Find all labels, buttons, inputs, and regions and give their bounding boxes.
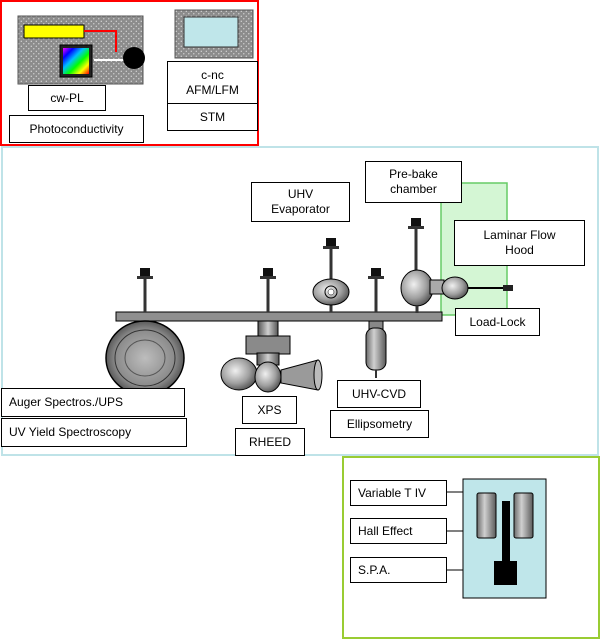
cw-pl-setup [17, 15, 145, 85]
rheed-label: RHEED [235, 428, 305, 456]
laminar-flow-hood-label: Laminar Flow Hood [454, 220, 585, 266]
photoconductivity-label: Photoconductivity [9, 115, 144, 143]
uhv-evaporator-chamber [312, 278, 350, 312]
afm-monitor [174, 9, 254, 59]
uhv-cvd-chamber [365, 320, 387, 378]
uhv-evaporator-label: UHV Evaporator [251, 182, 350, 222]
xps-chamber [220, 320, 323, 393]
stm-label: STM [167, 103, 258, 131]
auger-chamber [105, 320, 185, 396]
hall-effect-label: Hall Effect [350, 518, 447, 544]
electrical-characterization-frame [342, 456, 600, 639]
auger-ups-label: Auger Spectros./UPS [1, 388, 185, 417]
transfer-line [115, 311, 443, 322]
spa-label: S.P.A. [350, 557, 447, 583]
ellipsometry-label: Ellipsometry [330, 410, 429, 438]
laser-source [23, 24, 85, 39]
uv-yield-label: UV Yield Spectroscopy [1, 418, 187, 447]
electrical-connectors [447, 491, 463, 571]
variable-t-iv-label: Variable T IV [350, 480, 447, 506]
cw-pl-label: cw-PL [28, 85, 106, 111]
pre-bake-chamber [400, 269, 445, 313]
load-lock-label: Load-Lock [455, 308, 540, 336]
xps-label: XPS [242, 396, 297, 424]
probe-station [462, 478, 547, 599]
load-lock-chamber [441, 276, 513, 300]
uhv-cvd-label: UHV-CVD [337, 380, 421, 408]
detector [123, 47, 145, 69]
manipulators [137, 218, 424, 312]
optical-characterization-frame [0, 0, 259, 146]
pre-bake-chamber-label: Pre-bake chamber [365, 161, 462, 203]
afm-label: c-nc AFM/LFM [167, 61, 258, 104]
